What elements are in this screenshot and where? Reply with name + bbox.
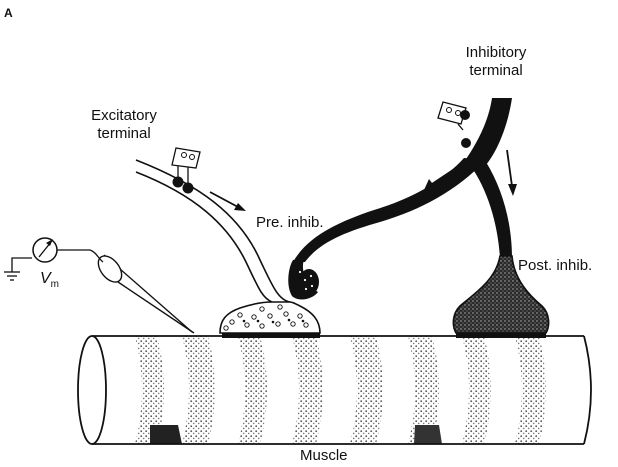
inhibitory-recording-electrode: [438, 102, 471, 148]
excitatory-bouton: [220, 302, 320, 333]
excitatory-terminal-label-line1: Excitatory: [60, 107, 188, 125]
microelectrode: [94, 252, 194, 333]
inhibitory-terminal-label: Inhibitory terminal: [446, 44, 546, 80]
post-inhibition-arrow: [507, 150, 517, 196]
excitatory-direction-arrow: [210, 192, 246, 211]
inhibitory-terminal-label-line2: terminal: [446, 62, 546, 80]
excitatory-terminal-label-line2: terminal: [60, 125, 188, 143]
excitatory-terminal-label: Excitatory terminal: [60, 107, 188, 143]
post-inhibition-label: Post. inhib.: [518, 257, 592, 275]
inhibitory-axon: [288, 98, 512, 299]
membrane-potential-label: Vm: [40, 270, 59, 294]
pre-inhibition-label: Pre. inhib.: [256, 214, 324, 232]
excitatory-recording-electrode: [172, 148, 200, 194]
panel-label: A: [4, 4, 13, 22]
inhibitory-terminal-label-line1: Inhibitory: [446, 44, 546, 62]
muscle-fiber: [78, 333, 591, 444]
vm-symbol: V: [40, 270, 51, 287]
muscle-label: Muscle: [300, 447, 348, 465]
vm-subscript: m: [51, 279, 59, 290]
